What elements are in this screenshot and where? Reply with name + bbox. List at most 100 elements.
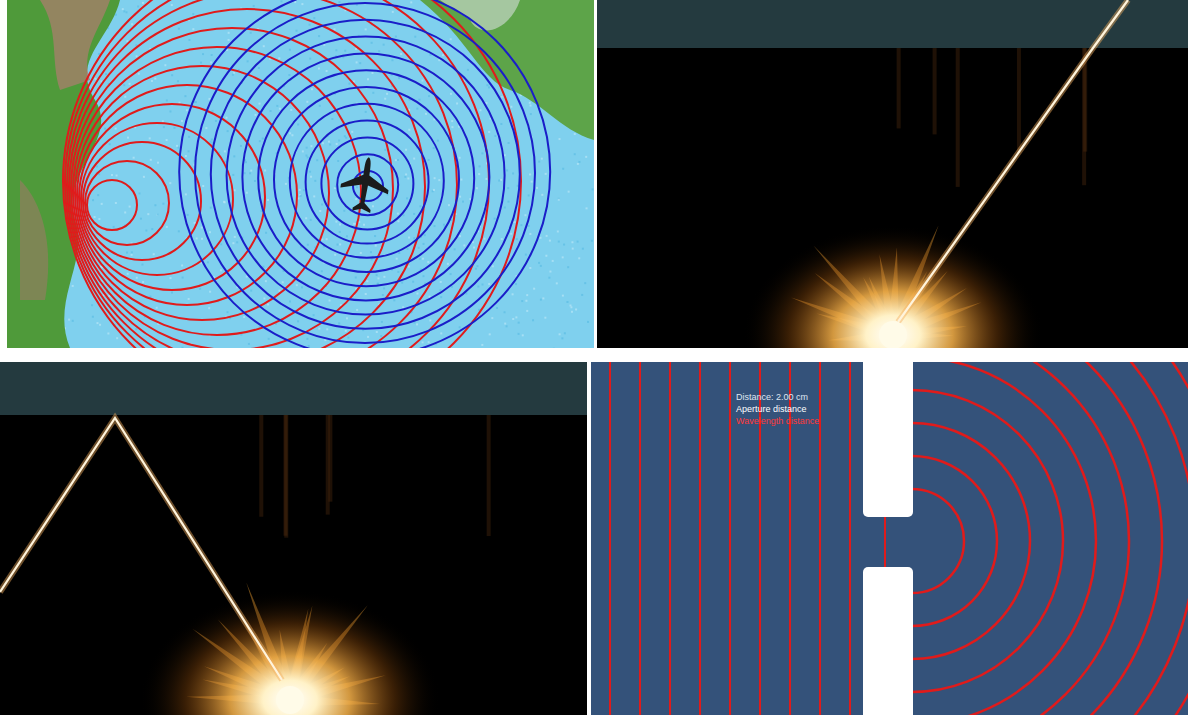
speckle xyxy=(508,142,510,144)
speckle xyxy=(157,214,159,216)
speckle xyxy=(201,227,203,229)
speckle xyxy=(467,69,469,71)
speckle xyxy=(188,150,190,152)
speckle xyxy=(228,32,230,34)
speckle xyxy=(208,307,210,309)
speckle xyxy=(475,268,477,270)
speckle xyxy=(227,130,229,132)
speckle xyxy=(559,138,561,140)
speckle xyxy=(264,169,266,171)
speckle xyxy=(250,170,252,172)
speckle xyxy=(413,158,415,160)
speckle xyxy=(393,299,395,301)
speckle xyxy=(137,5,139,7)
speckle xyxy=(518,322,520,324)
speckle xyxy=(163,126,165,128)
speckle xyxy=(249,172,251,174)
speckle xyxy=(194,222,196,224)
speckle xyxy=(326,238,328,240)
speckle xyxy=(530,113,532,115)
speckle xyxy=(512,318,514,320)
speckle xyxy=(418,247,420,249)
speckle xyxy=(226,117,228,119)
speckle xyxy=(188,39,190,41)
speckle xyxy=(296,284,298,286)
speckle xyxy=(309,58,311,60)
speckle xyxy=(489,333,491,335)
speckle xyxy=(529,173,531,175)
speckle xyxy=(318,68,320,70)
speckle xyxy=(339,231,341,233)
speckle xyxy=(306,147,308,149)
speckle xyxy=(425,113,427,115)
speckle xyxy=(591,240,593,242)
speckle xyxy=(309,24,311,26)
speckle xyxy=(570,306,572,308)
speckle xyxy=(515,316,517,318)
speckle xyxy=(254,180,256,182)
speckle xyxy=(233,155,235,157)
speckle xyxy=(329,300,331,302)
speckle xyxy=(255,114,257,116)
speckle xyxy=(459,326,461,328)
speckle xyxy=(127,273,129,275)
light-source xyxy=(879,321,907,348)
speckle xyxy=(316,159,318,161)
speckle xyxy=(162,203,164,205)
speckle xyxy=(116,337,118,339)
speckle xyxy=(299,189,301,191)
speckle xyxy=(123,84,125,86)
speckle xyxy=(188,136,190,138)
speckle xyxy=(440,281,442,283)
light-source xyxy=(276,686,304,714)
speckle xyxy=(310,176,312,178)
speckle xyxy=(124,96,126,98)
speckle xyxy=(122,8,124,10)
speckle xyxy=(506,325,508,327)
speckle xyxy=(154,78,156,80)
speckle xyxy=(541,158,543,160)
speckle xyxy=(98,218,100,220)
speckle xyxy=(169,182,171,184)
speckle xyxy=(397,159,399,161)
speckle xyxy=(433,189,435,191)
speckle xyxy=(451,120,453,122)
speckle xyxy=(574,133,576,135)
circular-wave xyxy=(912,362,1162,715)
speckle xyxy=(344,50,346,52)
speckle xyxy=(494,218,496,220)
speckle xyxy=(248,343,250,345)
speckle xyxy=(585,156,587,158)
speckle xyxy=(133,157,135,159)
speckle xyxy=(363,224,365,226)
speckle xyxy=(520,224,522,226)
speckle xyxy=(96,165,98,167)
speckle xyxy=(302,150,304,152)
speckle xyxy=(223,201,225,203)
speckle xyxy=(566,301,568,303)
speckle xyxy=(371,72,373,74)
speckle xyxy=(418,99,420,101)
speckle xyxy=(111,174,113,176)
circular-wave xyxy=(912,362,1188,715)
speckle xyxy=(577,241,579,243)
speckle xyxy=(178,147,180,149)
speckle xyxy=(245,161,247,163)
blue-wavefront xyxy=(258,70,474,286)
speckle xyxy=(210,61,212,63)
speckle xyxy=(540,299,542,301)
speckle xyxy=(136,277,138,279)
speckle xyxy=(528,225,530,227)
blue-wavefront xyxy=(211,20,520,329)
speckle xyxy=(288,74,290,76)
light-source-glow xyxy=(743,225,1043,348)
speckle xyxy=(440,296,442,298)
speckle xyxy=(99,324,101,326)
speckle xyxy=(375,245,377,247)
light-beam xyxy=(0,418,282,680)
speckle xyxy=(481,344,483,346)
speckle xyxy=(454,248,456,250)
map-panel xyxy=(7,0,594,348)
speckle xyxy=(494,135,496,137)
